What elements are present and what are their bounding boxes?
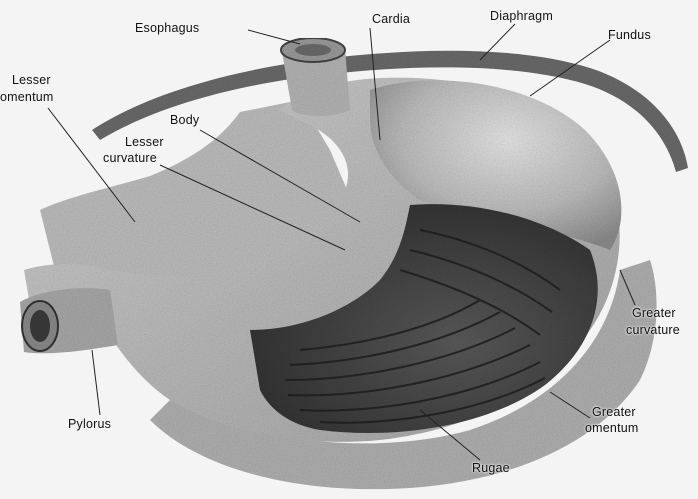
label-esophagus: Esophagus [135, 22, 199, 35]
label-body: Body [170, 114, 199, 127]
label-greater-omentum-line2: omentum [585, 422, 639, 435]
label-greater-curvature-line2: curvature [626, 324, 680, 337]
label-pylorus: Pylorus [68, 418, 111, 431]
label-lesser-omentum-line1: Lesser [12, 74, 51, 87]
label-greater-omentum-line1: Greater [592, 406, 636, 419]
label-fundus: Fundus [608, 29, 651, 42]
label-diaphragm: Diaphragm [490, 10, 553, 23]
label-greater-curvature-line1: Greater [632, 307, 676, 320]
label-cardia: Cardia [372, 13, 410, 26]
label-lesser-curvature-line1: Lesser [125, 136, 164, 149]
label-lesser-omentum-line2: omentum [0, 91, 54, 104]
label-rugae: Rugae [472, 462, 510, 475]
label-lesser-curvature-line2: curvature [103, 152, 157, 165]
